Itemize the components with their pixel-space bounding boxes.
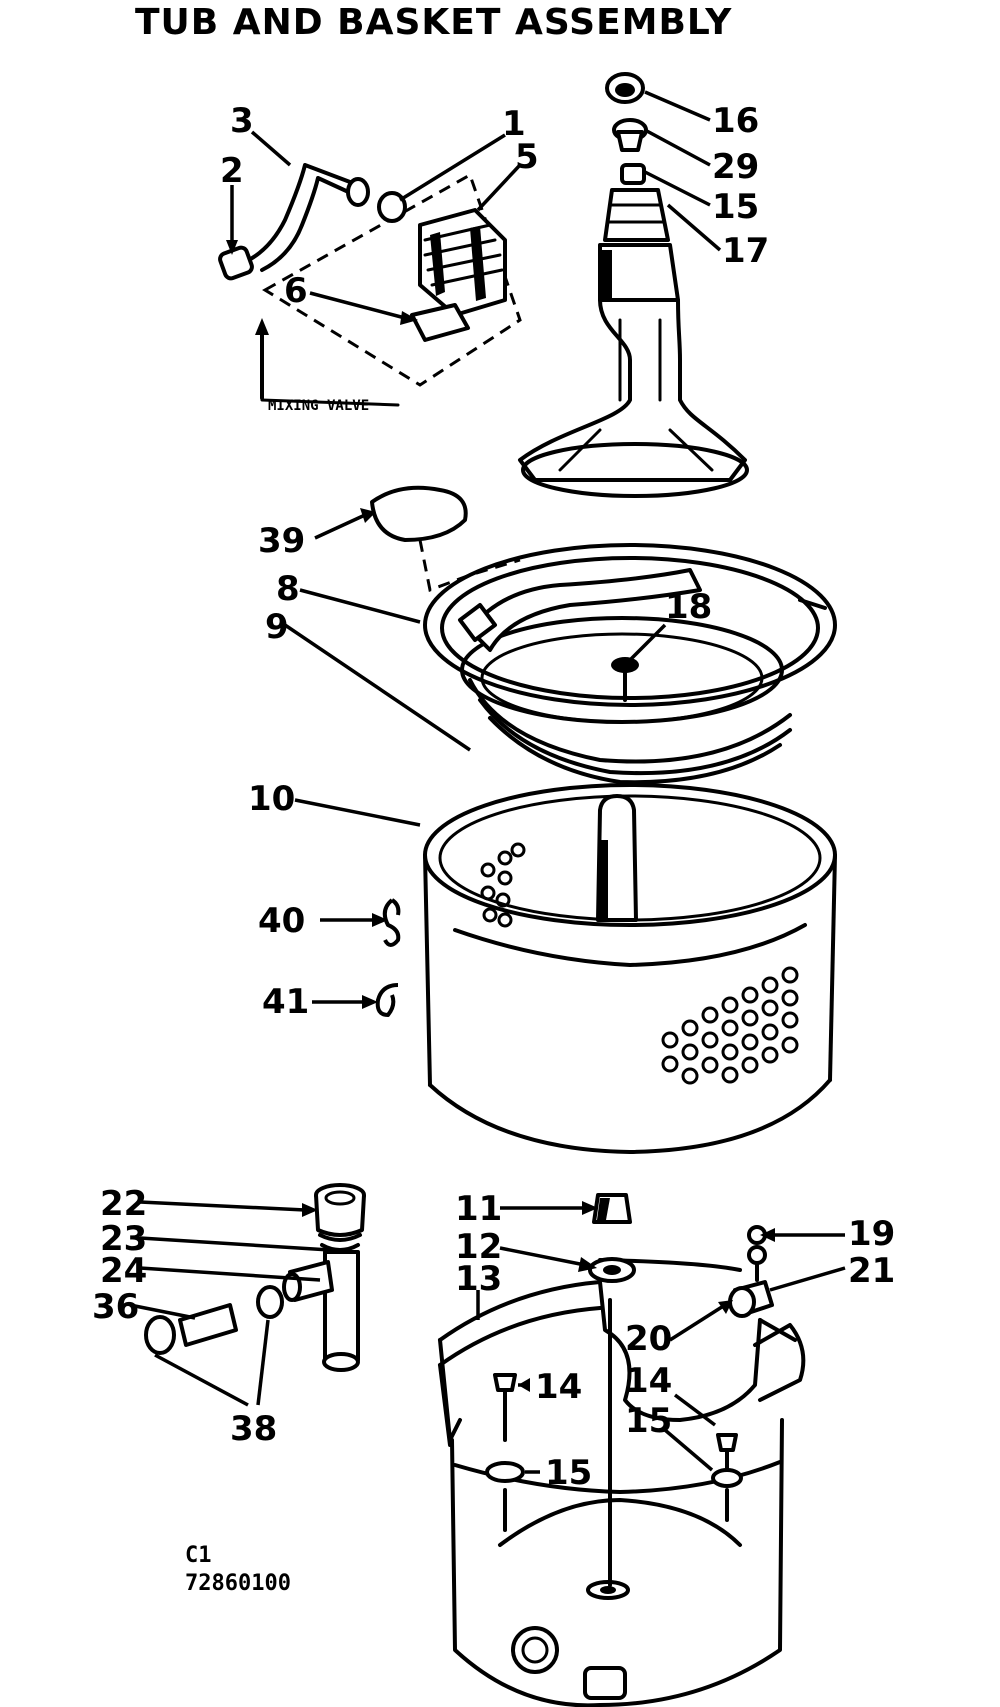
callout-20: 20	[625, 1319, 672, 1359]
outer-tub	[438, 1258, 806, 1707]
corner-code: C1	[185, 1543, 212, 1568]
callout-12: 12	[455, 1227, 502, 1267]
callout-39: 39	[258, 521, 305, 561]
callout-15-right: 15	[625, 1401, 672, 1441]
shaft-nut-washer	[588, 1193, 636, 1283]
callout-17: 17	[722, 231, 769, 271]
leader-lines	[129, 90, 846, 1474]
callout-23: 23	[100, 1219, 147, 1259]
pump-hardware-right	[728, 1225, 774, 1318]
callout-36: 36	[92, 1287, 139, 1327]
mixing-valve-body	[418, 208, 507, 317]
callout-38: 38	[230, 1409, 277, 1449]
callout-5: 5	[515, 137, 539, 177]
callout-22: 22	[100, 1184, 147, 1224]
callout-9: 9	[265, 607, 289, 647]
callout-10: 10	[248, 779, 295, 819]
callout-15-top: 15	[712, 187, 759, 227]
basket-holes-right	[661, 966, 799, 1085]
tub-cover-ring	[423, 543, 837, 785]
callout-1: 1	[502, 104, 526, 144]
callout-21: 21	[848, 1251, 895, 1291]
callout-15-left: 15	[545, 1453, 592, 1493]
callout-3: 3	[230, 101, 254, 141]
mixing-valve-group: MIXING VALVE	[218, 163, 522, 414]
basket-holes-left	[480, 842, 526, 928]
drawing-number: 72860100	[185, 1571, 291, 1596]
mixing-valve-label: MIXING VALVE	[268, 398, 369, 414]
callout-24: 24	[100, 1251, 147, 1291]
agitator	[518, 72, 749, 498]
clip-41	[375, 983, 399, 1017]
callout-2: 2	[220, 151, 244, 191]
callout-11: 11	[455, 1189, 502, 1229]
callout-18: 18	[665, 587, 712, 627]
callout-40: 40	[258, 901, 305, 941]
callout-6: 6	[284, 271, 308, 311]
clip-40	[382, 898, 401, 947]
callout-14-right: 14	[625, 1361, 672, 1401]
gasket-39	[370, 485, 521, 593]
callout-8: 8	[276, 569, 300, 609]
drain-nozzle-group	[144, 1183, 366, 1372]
callout-19: 19	[848, 1214, 895, 1254]
callout-numbers: 3 2 1 5 6 16 29 15 17 39 8 9 18 10 40 41…	[92, 101, 895, 1493]
basket	[375, 783, 837, 1154]
diagram-title: TUB AND BASKET ASSEMBLY	[135, 2, 732, 43]
callout-14-left: 14	[535, 1367, 582, 1407]
callout-16: 16	[712, 101, 759, 141]
callout-41: 41	[262, 982, 309, 1022]
callout-29: 29	[712, 147, 759, 187]
callout-13: 13	[455, 1259, 502, 1299]
